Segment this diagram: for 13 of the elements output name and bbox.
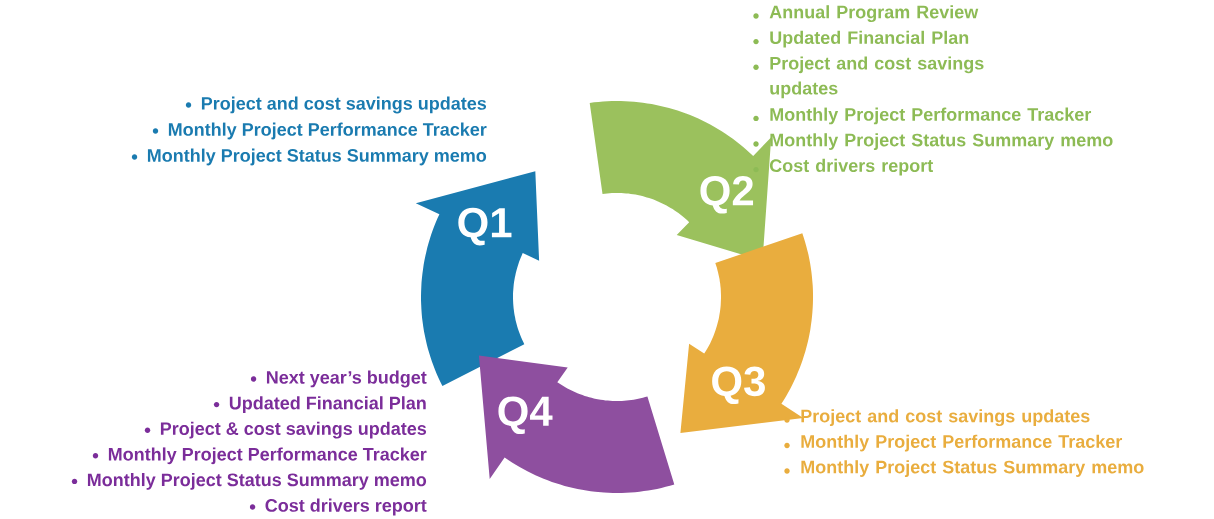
list-item: Monthly Project Performance Tracker bbox=[92, 447, 427, 465]
list-item: Monthly Project Performance Tracker bbox=[784, 434, 1123, 452]
list-item: Project and cost savings updates bbox=[753, 56, 984, 99]
list-item: Updated Financial Plan bbox=[213, 396, 426, 413]
list-item: Monthly Project Performance Tracker bbox=[152, 122, 487, 140]
list-item: Cost drivers report bbox=[249, 498, 427, 516]
list-item: Updated Financial Plan bbox=[753, 30, 969, 48]
list-item: Monthly Project Status Summary memo bbox=[71, 473, 427, 490]
list-item: Monthly Project Status Summary memo bbox=[131, 148, 487, 166]
list-item: Monthly Project Status Summary memo bbox=[784, 460, 1144, 477]
list-item: Project and cost savings updates bbox=[185, 96, 487, 114]
list-item: Project & cost savings updates bbox=[144, 421, 427, 439]
list-item: Annual Program Review bbox=[753, 5, 979, 23]
